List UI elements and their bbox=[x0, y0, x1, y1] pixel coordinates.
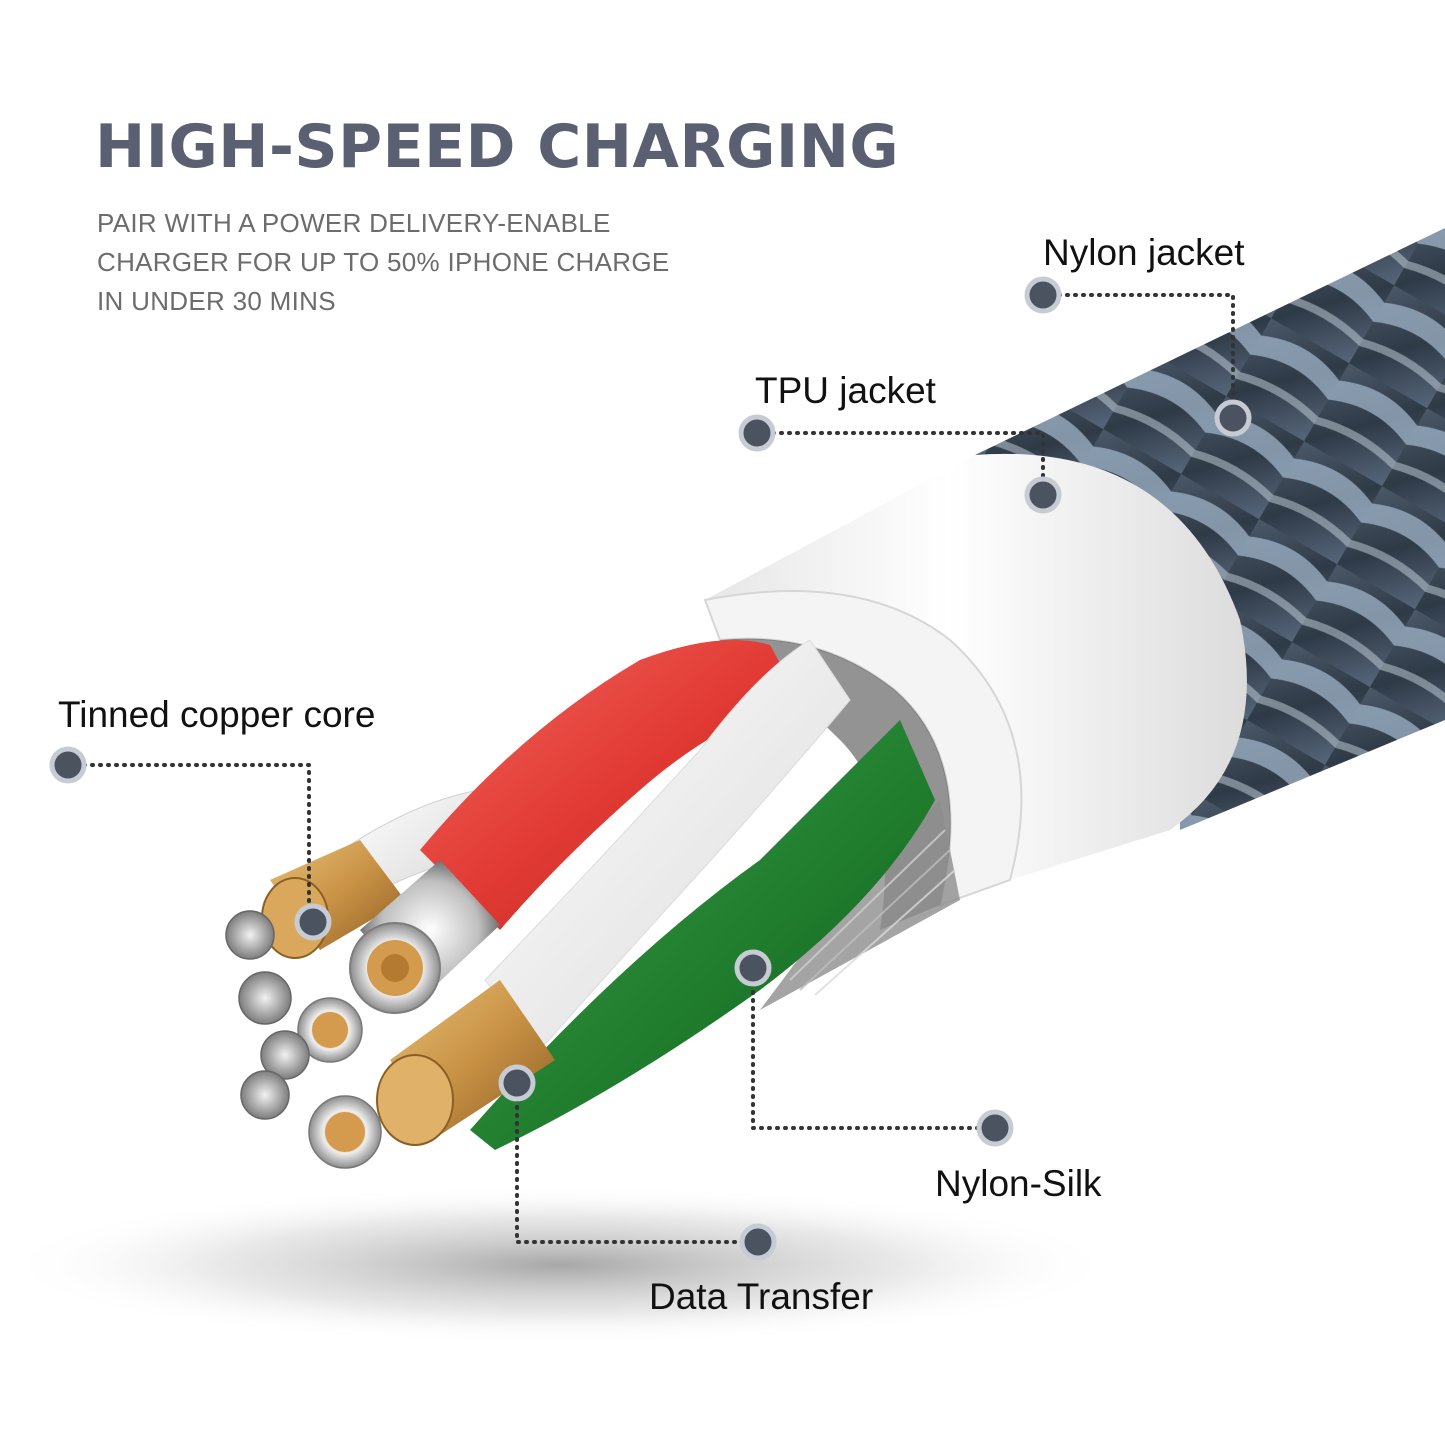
conductor-end-5 bbox=[240, 1070, 290, 1120]
dot-data-start bbox=[498, 1064, 536, 1102]
subtext-line: CHARGER FOR UP TO 50% IPHONE CHARGE bbox=[97, 247, 670, 277]
callout-lines bbox=[66, 293, 1235, 1244]
label-tpu-jacket: TPU jacket bbox=[755, 370, 936, 411]
subtext-line: IN UNDER 30 MINS bbox=[97, 286, 336, 316]
floor-shadow bbox=[0, 1185, 1120, 1345]
nylon-silk-strands bbox=[760, 800, 960, 1010]
label-nylon-silk: Nylon-Silk bbox=[935, 1163, 1102, 1204]
dot-nylon-jacket-end bbox=[1214, 399, 1252, 437]
subtext-line: PAIR WITH A POWER DELIVERY-ENABLE bbox=[97, 208, 611, 238]
label-data-transfer: Data Transfer bbox=[649, 1276, 874, 1317]
dot-tpu-end bbox=[1024, 476, 1062, 514]
green-wire bbox=[470, 720, 935, 1150]
label-nylon-jacket: Nylon jacket bbox=[1043, 232, 1245, 273]
conductor-end-1 bbox=[225, 910, 275, 960]
label-tinned-copper-core: Tinned copper core bbox=[58, 694, 376, 735]
white-wire-front bbox=[484, 639, 851, 1051]
dot-data-end bbox=[739, 1223, 777, 1261]
nylon-braid-jacket bbox=[975, 228, 1445, 830]
dot-copper-start bbox=[49, 746, 87, 784]
dot-silk-end bbox=[976, 1109, 1014, 1147]
conductor-end-2 bbox=[238, 971, 292, 1025]
dot-nylon-jacket-start bbox=[1024, 276, 1062, 314]
red-wire bbox=[420, 640, 800, 930]
conductor-end-4 bbox=[260, 1030, 310, 1080]
headline: HIGH-SPEED CHARGING bbox=[95, 112, 900, 182]
tpu-jacket-shape bbox=[705, 453, 1247, 880]
callout-dots bbox=[49, 276, 1252, 1261]
dot-silk-start bbox=[734, 949, 772, 987]
dot-tpu-start bbox=[738, 414, 776, 452]
dot-copper-end bbox=[294, 903, 332, 941]
subtext: PAIR WITH A POWER DELIVERY-ENABLE CHARGE… bbox=[97, 204, 737, 321]
